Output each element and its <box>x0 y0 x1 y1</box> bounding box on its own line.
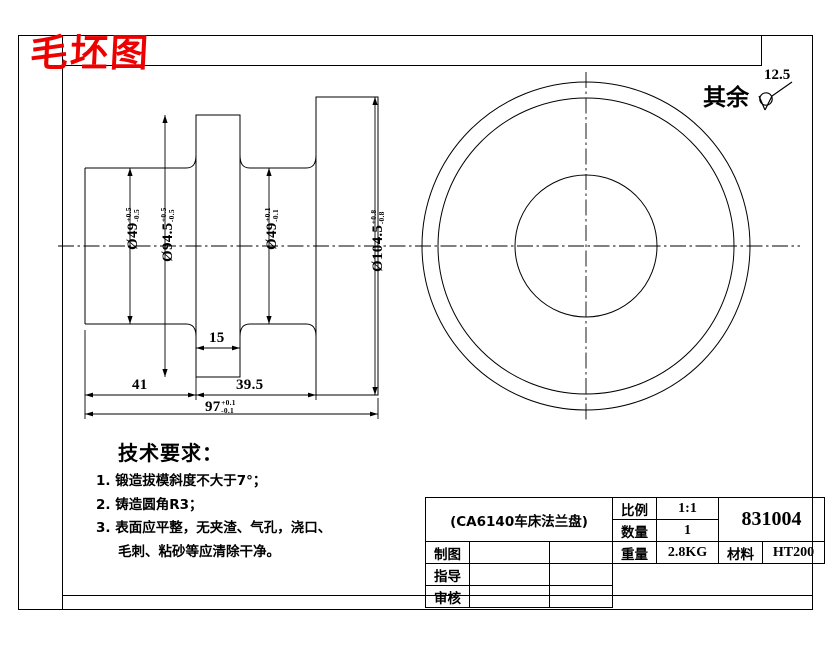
reviewer-name-cell[interactable] <box>469 585 550 608</box>
dimension-d49-right: Ø49+0.1-0.1 <box>263 207 281 250</box>
frame-left-column-rule <box>62 35 64 610</box>
material-label-cell: 材料 <box>718 541 763 564</box>
reviewer-date-cell[interactable] <box>549 585 613 608</box>
technical-requirement-item: 1. 锻造拔模斜度不大于7°； <box>96 473 267 489</box>
quantity-label-cell: 数量 <box>612 519 657 542</box>
title-block-row: 制图 重量 2.8KG 材料 HT200 <box>425 541 825 564</box>
dimension-d94-5: Ø94.5+0.5-0.5 <box>159 207 177 262</box>
drafter-date-cell[interactable] <box>549 541 613 564</box>
surface-note-label: 其余 <box>703 85 749 111</box>
drafter-label-cell: 制图 <box>425 541 470 564</box>
technical-requirement-item: 毛刺、粘砂等应清除干净。 <box>118 543 280 560</box>
title-block-empty-cell <box>613 564 825 586</box>
material-value-cell: HT200 <box>762 541 825 564</box>
advisor-label-cell: 指导 <box>425 563 470 586</box>
quantity-value-cell: 1 <box>656 519 719 542</box>
weight-value-cell: 2.8KG <box>656 541 719 564</box>
dimension-len-15: 15 <box>209 330 225 346</box>
dimension-len-41: 41 <box>132 377 148 393</box>
title-block: (CA6140车床法兰盘) 比例 1:1 831004 数量 1 制图 重量 2… <box>425 497 825 608</box>
title-block-empty-cell <box>613 586 825 608</box>
dimension-d49-left: Ø49+0.5-0.5 <box>124 207 142 250</box>
technical-requirement-item: 2. 铸造圆角R3； <box>96 496 203 513</box>
technical-requirements-list: 1. 锻造拔模斜度不大于7°； 2. 铸造圆角R3； 3. 表面应平整，无夹渣、… <box>96 470 436 564</box>
title-block-row: (CA6140车床法兰盘) 比例 1:1 831004 <box>425 497 825 542</box>
page-title: 毛坯图 <box>28 31 152 75</box>
drawing-number-cell: 831004 <box>718 497 825 542</box>
title-block-row: 审核 <box>425 585 825 608</box>
advisor-name-cell[interactable] <box>469 563 550 586</box>
title-block-row: 指导 <box>425 563 825 586</box>
scale-label-cell: 比例 <box>612 497 657 520</box>
frame-title-tab <box>62 35 762 66</box>
surface-roughness-value: 12.5 <box>764 67 791 83</box>
reviewer-label-cell: 审核 <box>425 585 470 608</box>
title-block-row: 数量 1 <box>426 519 825 542</box>
dimension-len-39-5: 39.5 <box>236 377 264 393</box>
weight-label-cell: 重量 <box>612 541 657 564</box>
drawing-frame-border <box>18 35 813 610</box>
technical-requirement-item: 3. 表面应平整，无夹渣、气孔，浇口、 <box>96 520 332 536</box>
drafter-name-cell[interactable] <box>469 541 550 564</box>
scale-value-cell: 1:1 <box>656 497 719 520</box>
part-name-cell: (CA6140车床法兰盘) <box>425 497 613 542</box>
advisor-date-cell[interactable] <box>549 563 613 586</box>
technical-requirements-heading: 技术要求： <box>118 441 223 465</box>
dimension-len-97: 97+0.1-0.1 <box>205 398 236 416</box>
dimension-d104-5: Ø104.5+0.8-0.8 <box>369 209 387 272</box>
